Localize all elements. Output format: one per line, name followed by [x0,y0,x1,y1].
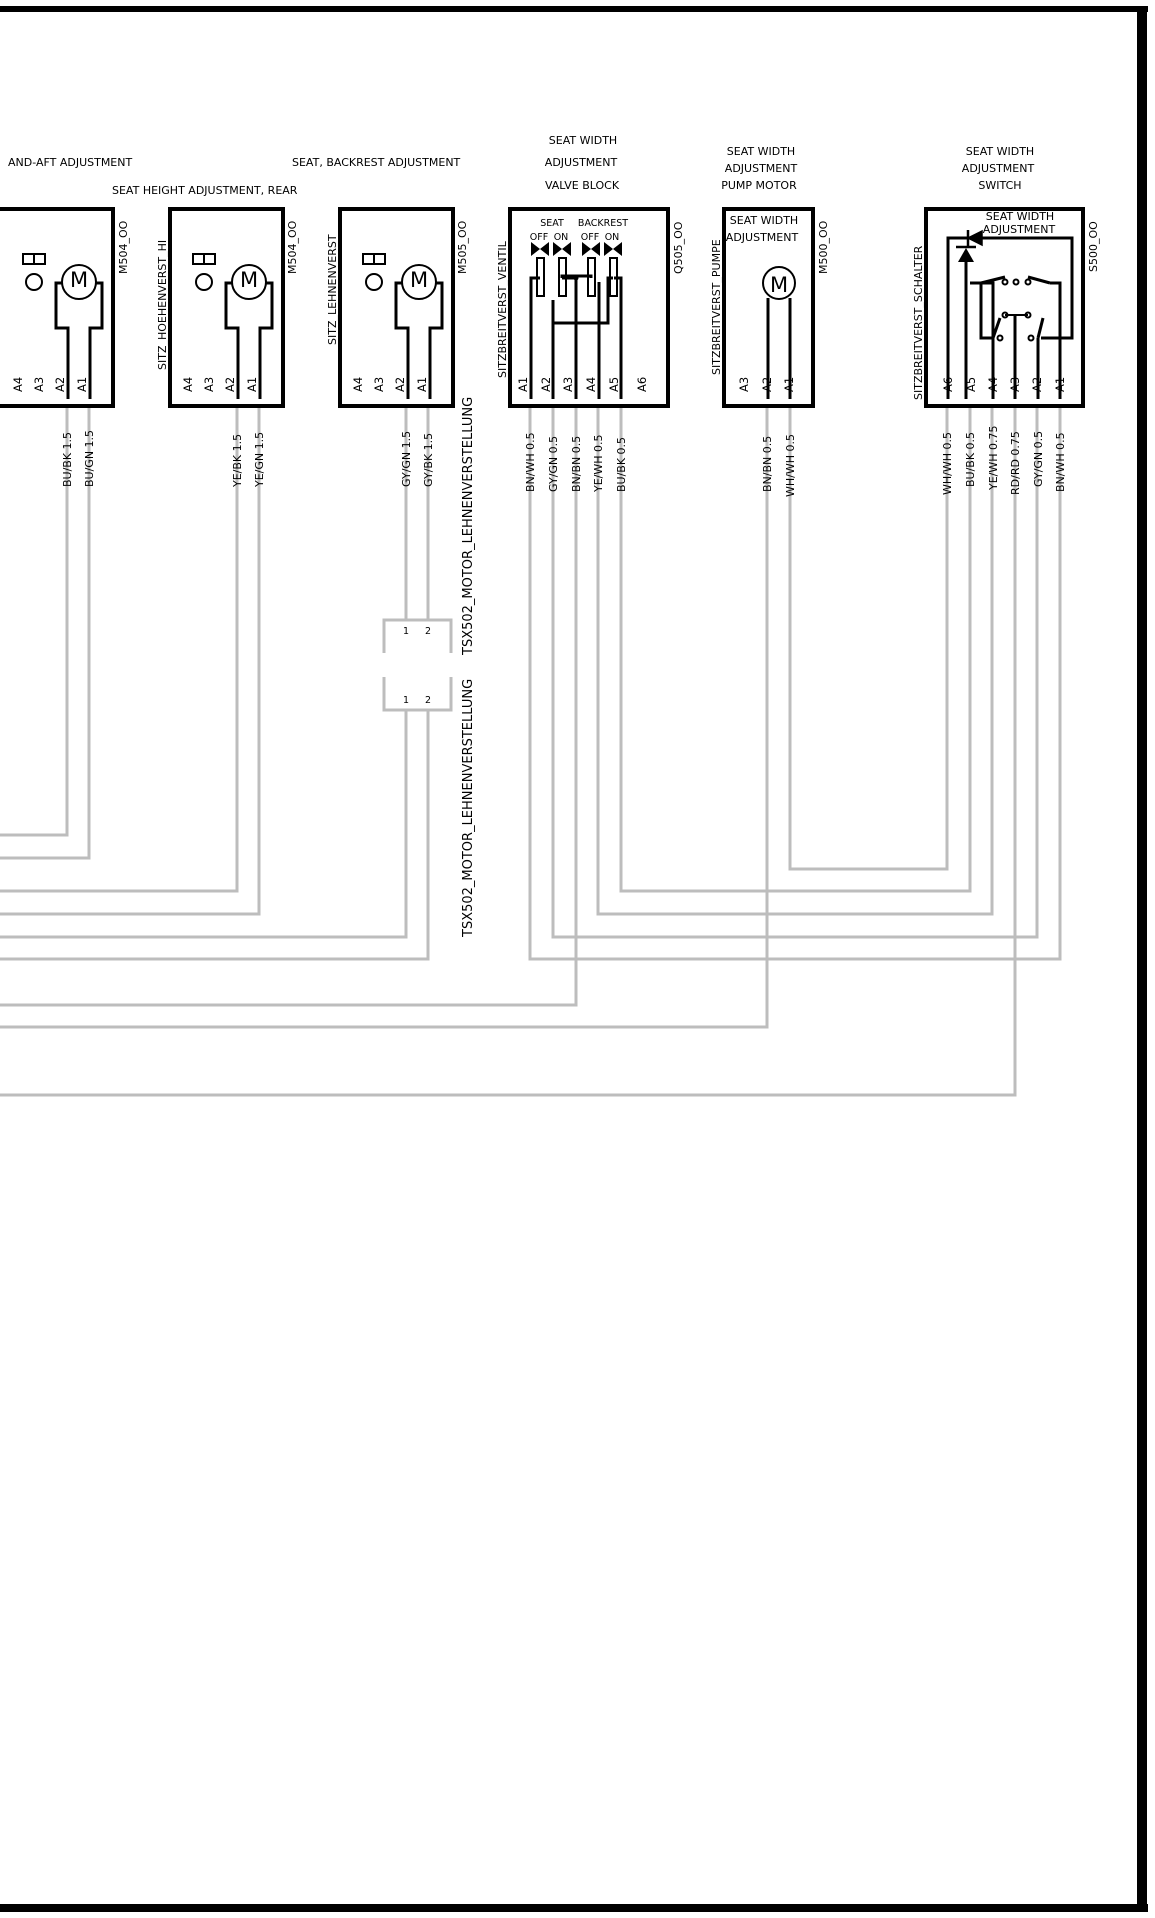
pin-label: A2 [223,377,237,392]
component-code: S500_OO [1087,221,1100,272]
pin-label: A1 [415,377,429,392]
component-title-line: ADJUSTMENT [545,156,618,169]
component-code: Q505_OO [672,221,685,274]
seat-label: SEAT [540,218,564,229]
wire-label: BN/BN 0.5 [761,436,774,492]
component-m504-fore-aft: AND-AFT ADJUSTMENT M504_OO M A4 A3 A2 A1… [0,156,132,487]
component-title-line: SEAT WIDTH [549,134,617,147]
wire-label: YE/WH 0.5 [592,434,605,493]
off-label: OFF [581,232,599,243]
wire-label: WH/WH 0.5 [784,434,797,497]
component-title-line: SEAT WIDTH [727,145,795,158]
pin-label: A4 [181,377,195,392]
motor-symbol: M [410,268,428,292]
backrest-label: BACKREST [578,218,628,229]
wire-label: YE/WH 0.75 [987,425,1000,491]
pin-label: A1 [782,377,796,392]
component-title: SEAT, BACKREST ADJUSTMENT [292,156,461,169]
wire-label: BN/WH 0.5 [524,432,537,492]
component-german-name: SITZBREITVERST_PUMPE [710,239,723,375]
inner-label-line: SEAT WIDTH [986,210,1054,223]
wire-label: BU/BK 0.5 [964,432,977,487]
inner-label-line: ADJUSTMENT [983,223,1056,236]
pin-label: A1 [516,377,530,392]
component-title-line: SEAT WIDTH [966,145,1034,158]
motor-symbol: M [70,268,88,292]
connector-name-upper: TSX502_MOTOR_LEHNENVERSTELLUNG [461,397,476,656]
pin-label: A6 [635,377,649,392]
component-title-line: ADJUSTMENT [962,162,1035,175]
pin-label: A1 [75,377,89,392]
component-title-line: SWITCH [978,179,1021,192]
component-german-name: SITZBREITVERST_SCHALTER [912,245,925,400]
pin-label: A3 [32,377,46,392]
pin-label: A3 [561,377,575,392]
wire-label: GY/BK 1.5 [422,433,435,487]
pin-label: A1 [1053,377,1067,392]
component-title-line: ADJUSTMENT [725,162,798,175]
connector-tsx502: 1 2 1 2 TSX502_MOTOR_LEHNENVERSTELLUNG T… [382,397,476,938]
component-code: M504_OO [117,220,130,274]
connector-pin-2-top: 2 [425,626,431,637]
wire-label: GY/GN 0.5 [547,436,560,492]
pin-label: A2 [539,377,553,392]
pin-label: A4 [11,377,25,392]
wire-label: GY/GN 1.5 [400,431,413,487]
component-title-line: VALVE BLOCK [545,179,620,192]
pin-label: A3 [1008,377,1022,392]
inner-label-line: SEAT WIDTH [730,214,798,227]
connector-pin-1-bottom: 1 [403,695,409,706]
connector-name-lower: TSX502_MOTOR_LEHNENVERSTELLUNG [461,679,476,938]
wire-label: BU/GN 1.5 [83,430,96,487]
on-label: ON [605,232,620,243]
pin-label: A1 [245,377,259,392]
component-german-name: SITZBREITVERST_VENTIL [496,240,509,378]
wire-routing [0,405,1062,1097]
wire-label: YE/BK 1.5 [231,434,244,488]
pin-label: A6 [941,377,955,392]
pin-label: A4 [351,377,365,392]
wire-label: BN/WH 0.5 [1054,432,1067,492]
pin-label: A4 [986,377,1000,392]
component-q505-valve-block: SEAT WIDTH ADJUSTMENT VALVE BLOCK Q505_O… [496,134,685,493]
pin-label: A3 [372,377,386,392]
component-german-name: SITZ_HOEHENVERST_HI [156,240,169,370]
wire-label: BU/BK 1.5 [61,432,74,487]
wire-label: BU/BK 0.5 [615,437,628,492]
component-title: AND-AFT ADJUSTMENT [8,156,132,169]
component-title-line: PUMP MOTOR [721,179,797,192]
wire-label: GY/GN 0.5 [1032,431,1045,487]
wire-label: BN/BN 0.5 [570,436,583,492]
pin-label: A4 [584,377,598,392]
component-m504-height: SEAT HEIGHT ADJUSTMENT, REAR M504_OO SIT… [112,184,299,488]
pin-label: A5 [964,377,978,392]
pin-label: A5 [607,377,621,392]
component-title: SEAT HEIGHT ADJUSTMENT, REAR [112,184,298,197]
inner-label-line: ADJUSTMENT [726,231,799,244]
connector-pin-2-bottom: 2 [425,695,431,706]
wire-label: YE/GN 1.5 [253,432,266,488]
off-label: OFF [530,232,548,243]
component-code: M504_OO [286,220,299,274]
pin-label: A3 [202,377,216,392]
component-m500-pump-motor: SEAT WIDTH ADJUSTMENT PUMP MOTOR SEAT WI… [710,145,830,497]
wire-label: RD/RD 0.75 [1009,431,1022,495]
pin-label: A3 [737,377,751,392]
component-code: M500_OO [817,220,830,274]
component-german-name: SITZ_LEHNENVERST [326,234,339,345]
pin-label: A2 [393,377,407,392]
wire-label: WH/WH 0.5 [941,432,954,495]
component-m505-backrest: SEAT, BACKREST ADJUSTMENT M505_OO SITZ_L… [292,156,469,487]
on-label: ON [554,232,569,243]
component-code: M505_OO [456,220,469,274]
page-frame [0,6,1148,1912]
connector-pin-1-top: 1 [403,626,409,637]
pin-label: A2 [53,377,67,392]
component-s500-switch: SEAT WIDTH ADJUSTMENT SWITCH SEAT WIDTH … [912,145,1100,495]
pin-label: A2 [760,377,774,392]
motor-symbol: M [770,273,788,297]
pin-label: A2 [1030,377,1044,392]
motor-symbol: M [240,268,258,292]
